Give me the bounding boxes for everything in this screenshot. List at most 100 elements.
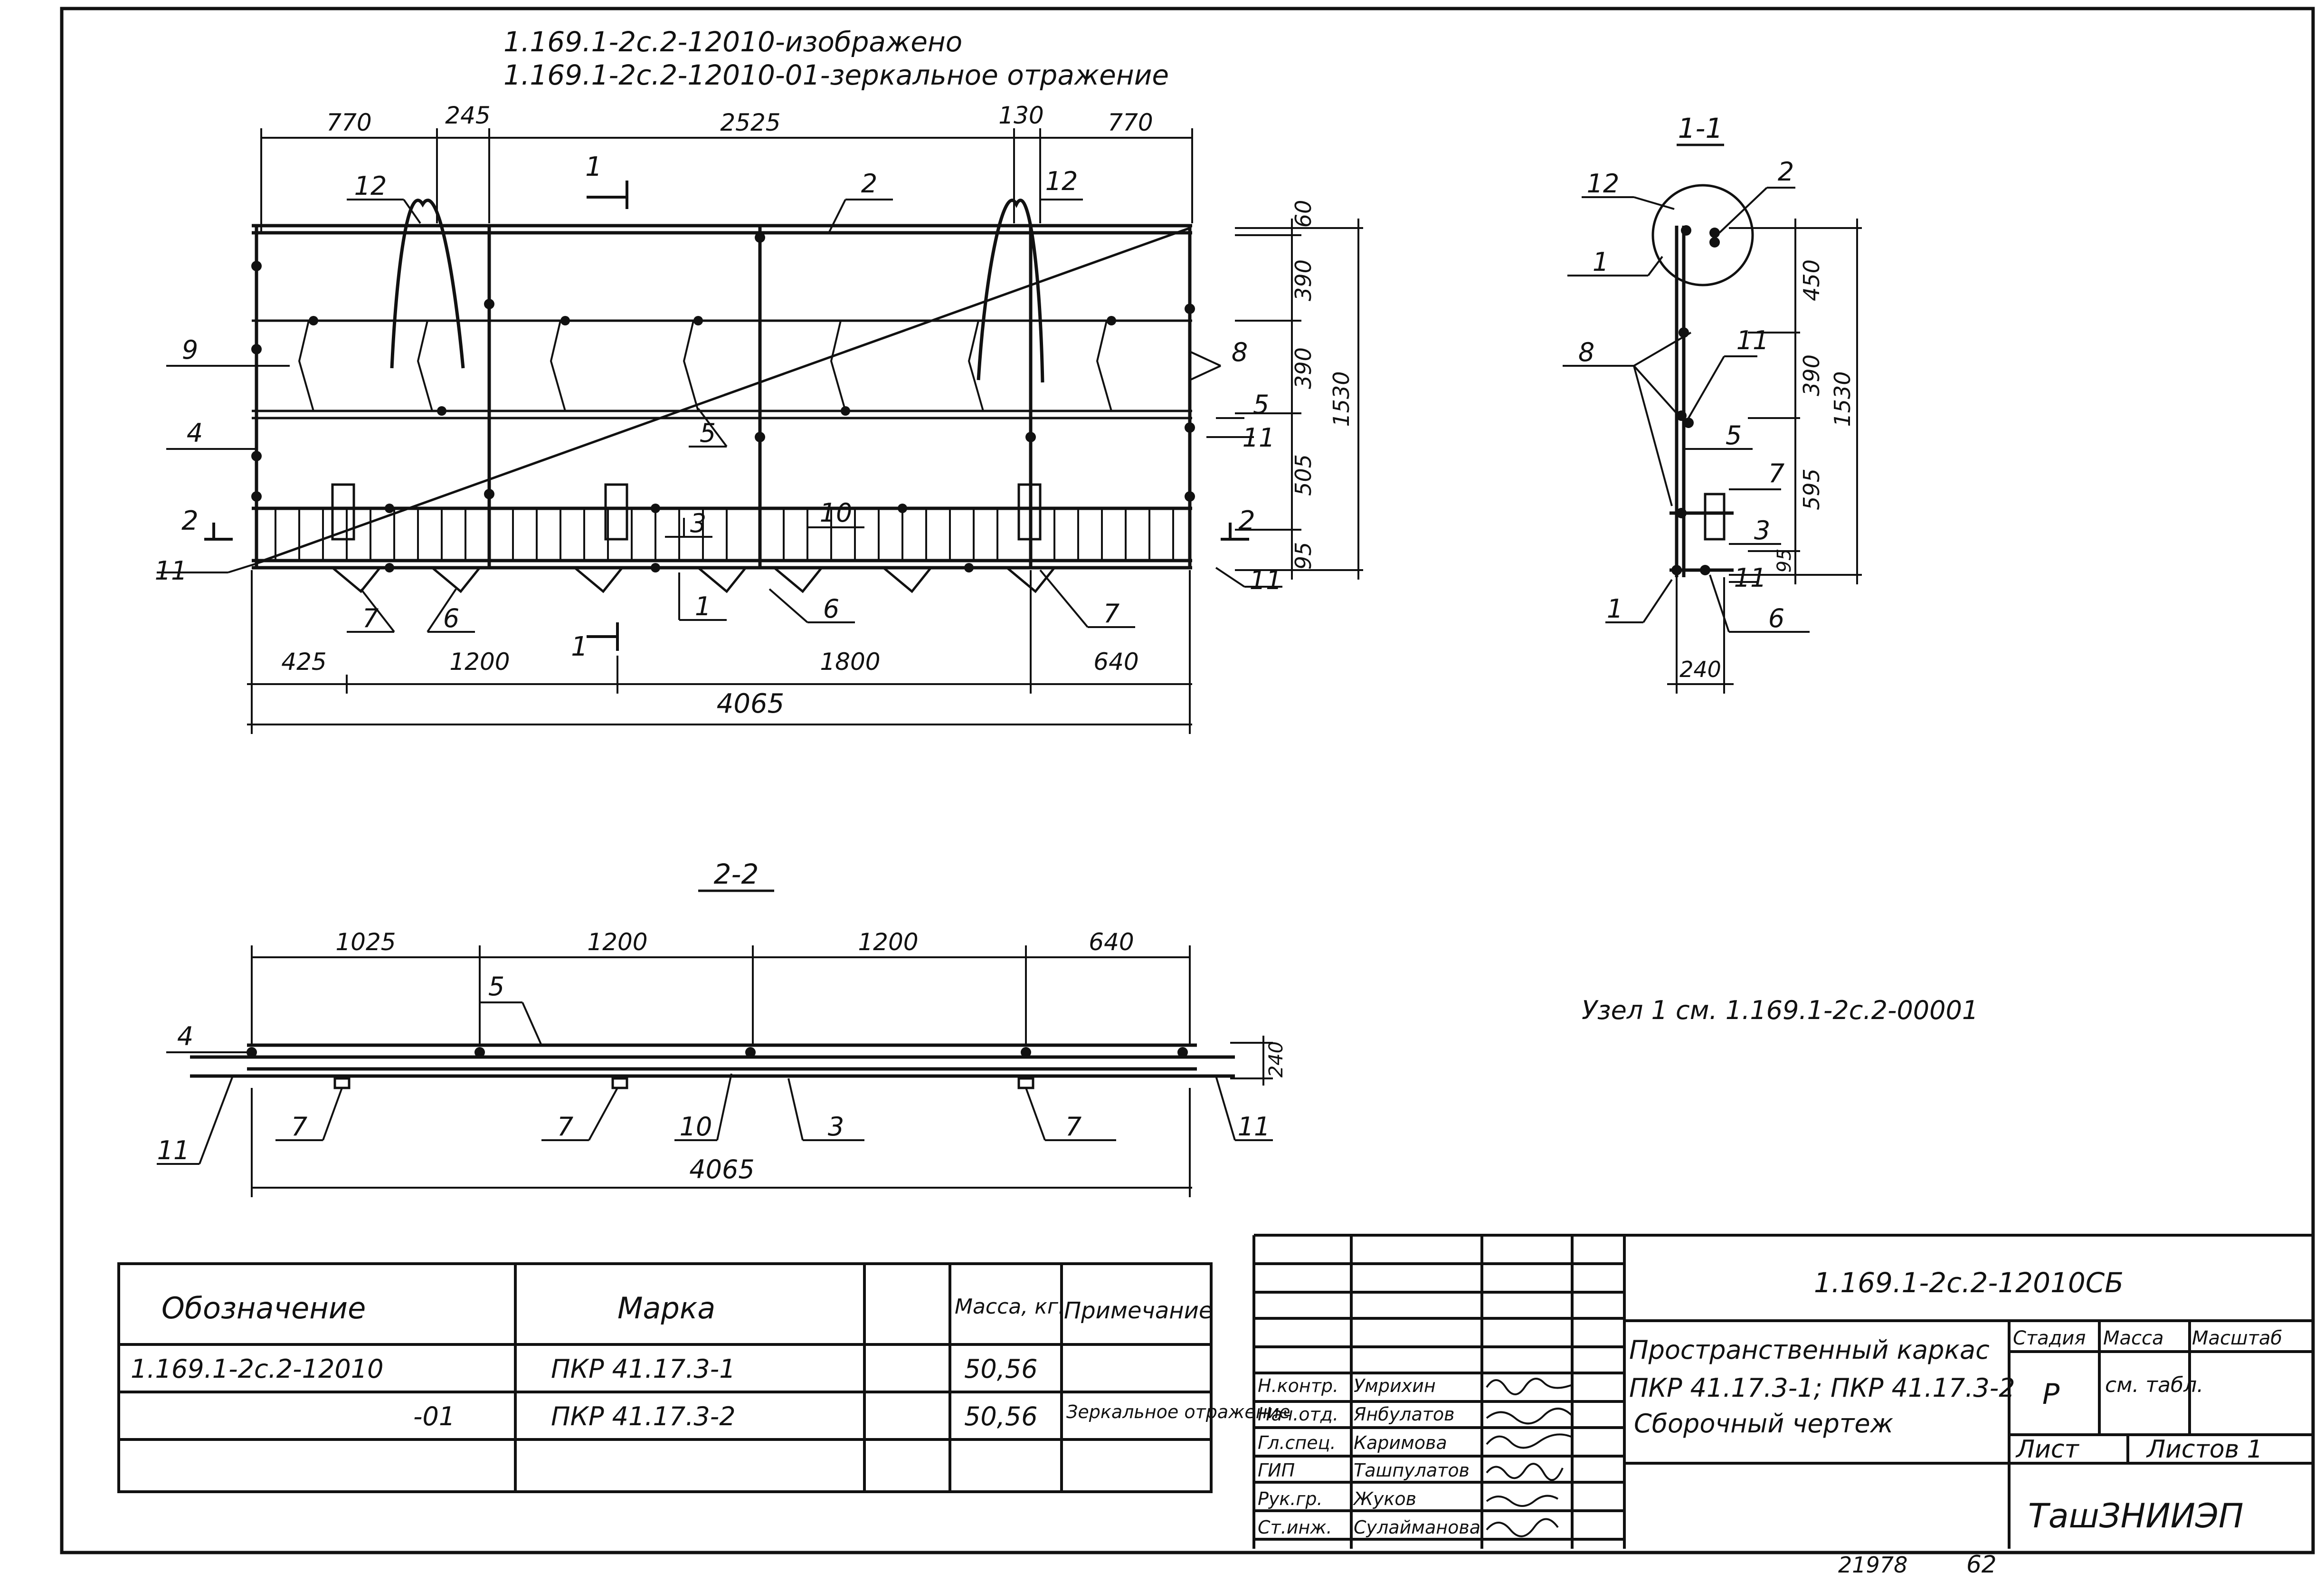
- header-line-1: 1.169.1-2с.2-12010-изображено: [503, 26, 962, 58]
- s11-callout-12: 12: [1587, 169, 1620, 199]
- s11-dim-4: 95: [1774, 549, 1795, 573]
- overall-length: 4065: [717, 688, 785, 719]
- spec-row2-designation: -01: [413, 1401, 455, 1431]
- right-dim-3: 390: [1290, 347, 1316, 389]
- doc-name-line-2: ПКР 41.17.3-1; ПКР 41.17.3-2: [1629, 1373, 2015, 1403]
- s11-callout-1-top: 1: [1593, 247, 1609, 277]
- s22-callout-7-c: 7: [1065, 1112, 1081, 1142]
- callout-12-right: 12: [1045, 166, 1078, 196]
- s22-callout-4: 4: [177, 1021, 193, 1051]
- s22-callout-5: 5: [488, 972, 504, 1001]
- stage-value: Р: [2042, 1378, 2060, 1411]
- s11-callout-6: 6: [1768, 603, 1784, 633]
- spec-row1-designation: 1.169.1-2с.2-12010: [131, 1354, 383, 1384]
- callout-5-elev: 5: [700, 418, 716, 448]
- sheets-label: Листов 1: [2146, 1435, 2263, 1464]
- section-1-1: 1-1: [1563, 112, 1862, 694]
- signer-role-1: Н.контр.: [1258, 1375, 1338, 1396]
- callout-11-bottom-right: 11: [1250, 565, 1282, 595]
- section-2-2: 2-2: [157, 858, 1287, 1197]
- section-mark-2-right: 2: [1238, 505, 1255, 536]
- section-1-1-title: 1-1: [1678, 112, 1723, 144]
- spec-row1-mark: ПКР 41.17.3-1: [551, 1354, 736, 1384]
- callout-9: 9: [182, 335, 198, 365]
- org-name: ТашЗНИИЭП: [2028, 1496, 2243, 1535]
- signer-role-2: Нач.отд.: [1258, 1404, 1338, 1425]
- signer-name-6: Сулайманова: [1354, 1517, 1480, 1538]
- node-note: Узел 1 см. 1.169.1-2с.2-00001: [1582, 995, 1978, 1025]
- top-dim-5: 770: [1108, 109, 1153, 136]
- footer-number: 21978: [1838, 1552, 1907, 1578]
- right-overall: 1530: [1328, 371, 1354, 427]
- header-line-2: 1.169.1-2с.2-12010-01-зеркальное отражен…: [503, 59, 1169, 91]
- signer-role-4: ГИП: [1258, 1460, 1295, 1481]
- signer-name-5: Жуков: [1353, 1488, 1416, 1509]
- signer-name-4: Ташпулатов: [1354, 1460, 1470, 1481]
- s22-dim-4: 640: [1089, 928, 1134, 956]
- spec-row1-mass: 50,56: [964, 1354, 1038, 1384]
- signatures: [1486, 1378, 1573, 1537]
- callout-4: 4: [187, 418, 203, 448]
- s11-width: 240: [1679, 657, 1721, 682]
- title-block: 1.169.1-2с.2-12010СБ Пространственный ка…: [1252, 1234, 2313, 1549]
- s11-callout-1-bottom: 1: [1607, 594, 1623, 624]
- signer-name-3: Каримова: [1354, 1432, 1447, 1453]
- callout-7-left: 7: [362, 603, 379, 633]
- doc-name-line-1: Пространственный каркас: [1629, 1335, 1990, 1365]
- s22-callout-11-left: 11: [157, 1135, 190, 1165]
- elevation-view: 770 245 2525 130 770 425 1200 1800 640 4…: [155, 102, 1363, 734]
- callout-12-left: 12: [354, 171, 387, 201]
- s22-dim-3: 1200: [858, 928, 918, 956]
- s22-height: 240: [1265, 1041, 1287, 1077]
- section-mark-2-left: 2: [181, 505, 199, 536]
- s22-callout-10: 10: [680, 1112, 712, 1142]
- sheet-frame: [60, 7, 2315, 1554]
- bottom-dim-2: 1200: [449, 648, 510, 676]
- spec-header-mass: Масса, кг.: [955, 1295, 1065, 1319]
- callout-7-right: 7: [1103, 599, 1119, 629]
- callout-1-elev: 1: [695, 591, 711, 621]
- stage-label: Стадия: [2013, 1327, 2086, 1349]
- footer-page: 62: [1966, 1551, 1997, 1578]
- section-mark-1-bottom: 1: [571, 631, 588, 662]
- callout-5-right: 5: [1253, 390, 1269, 419]
- s11-dim-1: 450: [1799, 259, 1824, 301]
- signer-name-1: Умрихин: [1354, 1375, 1436, 1396]
- callout-2-top: 2: [861, 169, 877, 199]
- doc-code: 1.169.1-2с.2-12010СБ: [1814, 1267, 2124, 1299]
- right-dim-1: 60: [1290, 200, 1316, 228]
- mass-value: см. табл.: [2105, 1373, 2203, 1397]
- sheet-label: Лист: [2015, 1435, 2079, 1464]
- callout-3-elev: 3: [690, 508, 706, 538]
- s22-dim-2: 1200: [587, 928, 647, 956]
- bottom-dim-4: 640: [1093, 648, 1138, 676]
- s22-callout-7-a: 7: [291, 1112, 307, 1142]
- scale-label: Масштаб: [2192, 1327, 2282, 1349]
- s11-callout-8: 8: [1578, 337, 1594, 367]
- section-mark-1-top: 1: [585, 152, 602, 182]
- right-dim-2: 390: [1290, 259, 1316, 301]
- callout-11-right: 11: [1243, 423, 1275, 453]
- mass-label: Масса: [2103, 1327, 2164, 1349]
- top-dim-4: 130: [998, 102, 1043, 129]
- s11-callout-3: 3: [1754, 515, 1770, 545]
- s22-callout-11-right: 11: [1238, 1112, 1271, 1142]
- top-dim-3: 2525: [720, 109, 780, 136]
- signer-role-3: Гл.спец.: [1258, 1432, 1336, 1453]
- weld-dots: [251, 232, 1195, 572]
- spec-header-note: Примечание: [1064, 1297, 1213, 1324]
- spec-row2-mass: 50,56: [964, 1401, 1038, 1431]
- s11-callout-11-top: 11: [1736, 325, 1769, 355]
- s11-callout-5: 5: [1726, 420, 1742, 450]
- signer-name-2: Янбулатов: [1353, 1404, 1455, 1425]
- s22-dim-1: 1025: [335, 928, 396, 956]
- bottom-dim-1: 425: [281, 648, 326, 676]
- spec-header-mark: Марка: [617, 1291, 715, 1325]
- callout-6-mid: 6: [823, 594, 839, 624]
- s11-dim-2: 390: [1799, 354, 1824, 396]
- top-dim-1: 770: [326, 109, 371, 136]
- spec-row2-note: Зеркальное отражение: [1066, 1401, 1290, 1422]
- callout-11-left: 11: [155, 556, 188, 586]
- s11-dim-3: 595: [1799, 468, 1824, 510]
